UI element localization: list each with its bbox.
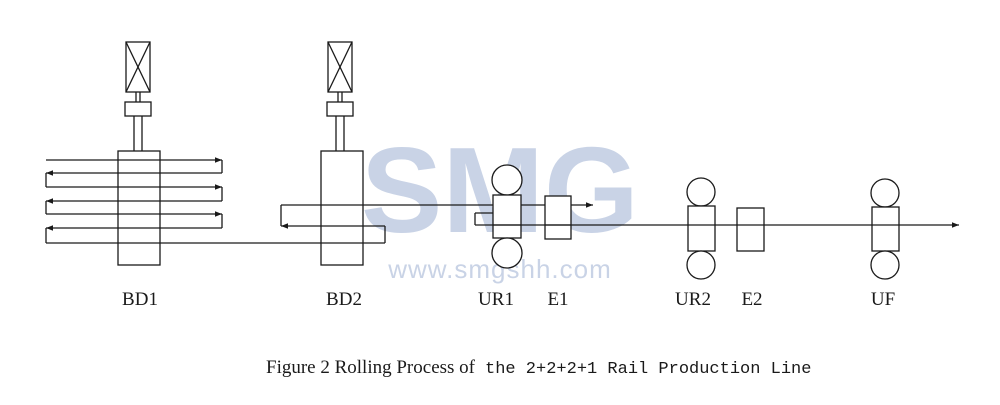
ur2-housing [687,205,716,252]
uf-bottom-roll-icon [870,250,900,280]
stand-label-bd2: BD2 [326,289,362,310]
uf-stand [870,178,900,280]
bd2-stand [320,41,364,266]
bd1-housing [117,150,161,266]
bd2-passes [280,202,593,243]
ur2-bottom-roll-icon [686,250,716,280]
stand-label-ur2: UR2 [675,289,711,310]
caption-serif-part: Figure 2 Rolling Process of [266,357,476,378]
stand-label-ur1: UR1 [478,289,514,310]
stand-label-uf: UF [871,289,895,310]
bd2-coupling-icon [326,101,354,117]
stand-label-bd1: BD1 [122,289,158,310]
e2-edger [736,207,765,252]
e1-edger [544,195,572,240]
uf-top-roll-icon [870,178,900,208]
stand-label-e2: E2 [741,289,762,310]
ur1-bottom-roll-icon [491,237,523,269]
ur2-top-roll-icon [686,177,716,207]
ur1-top-roll-icon [491,164,523,196]
figure-caption: Figure 2 Rolling Process of the 2+2+2+1 … [266,357,811,379]
caption-mono-part: the 2+2+2+1 Rail Production Line [485,360,811,379]
stand-label-e1: E1 [547,289,568,310]
uf-housing [871,206,900,252]
bd1-passes [45,157,385,244]
bd2-motor-icon [327,41,353,93]
ur1-stand [491,164,523,269]
bd1-motor-icon [125,41,151,93]
bd2-housing [320,150,364,266]
bd1-coupling-icon [124,101,152,117]
ur2-stand [686,177,716,280]
bd1-stand [117,41,161,266]
ur1-housing [492,194,522,239]
